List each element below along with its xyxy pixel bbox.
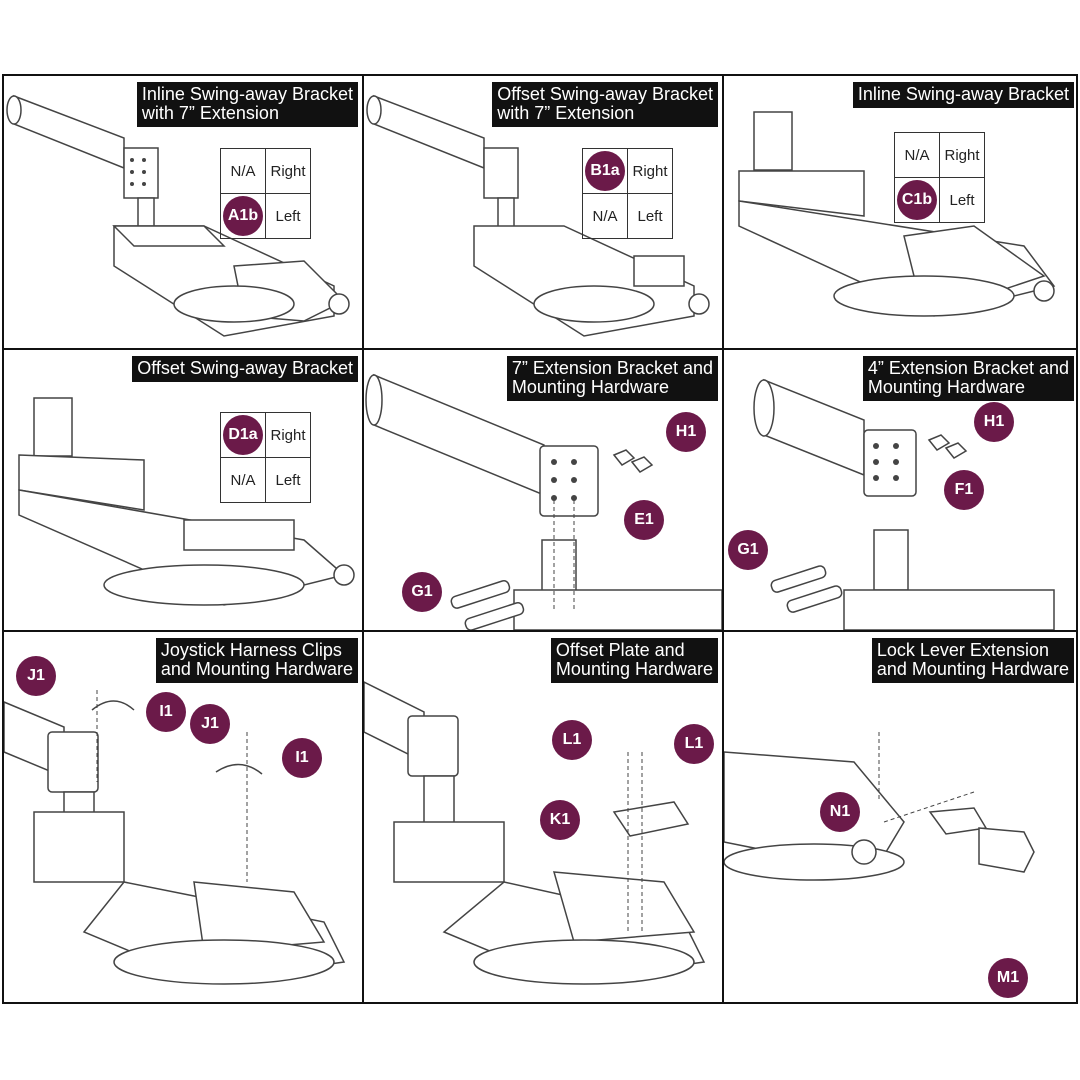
panel-title: 4” Extension Bracket and Mounting Hardwa…	[862, 356, 1074, 401]
callout-n1: N1	[820, 792, 860, 832]
table-cell: B1a	[582, 148, 628, 194]
callout-g1: G1	[728, 530, 768, 570]
grid-divider	[4, 630, 1076, 632]
table-cell: Left	[265, 457, 311, 503]
panel-title: Offset Swing-away Bracket with 7” Extens…	[492, 82, 718, 127]
part-id-badge: B1a	[585, 151, 625, 191]
callout-l1: L1	[552, 720, 592, 760]
callout-i1: I1	[146, 692, 186, 732]
bracket-illustration	[753, 378, 1055, 630]
callout-h1: H1	[666, 412, 706, 452]
bracket-illustration	[364, 681, 706, 985]
part-id-badge: D1a	[223, 415, 263, 455]
panel-title: Offset Plate and Mounting Hardware	[550, 638, 718, 683]
orientation-table: B1a Right N/A Left	[582, 148, 673, 239]
table-cell: N/A	[220, 148, 266, 194]
panel-title: Inline Swing-away Bracket with 7” Extens…	[136, 82, 358, 127]
table-cell: N/A	[894, 132, 940, 178]
panel-offset-plate-hardware: Offset Plate and Mounting Hardware L1 L1…	[364, 632, 722, 1002]
table-cell: Right	[265, 148, 311, 194]
table-cell: Right	[265, 412, 311, 458]
panel-title: Inline Swing-away Bracket	[852, 82, 1074, 108]
panel-inline-swing-away-7in: Inline Swing-away Bracket with 7” Extens…	[4, 76, 362, 348]
callout-f1: F1	[944, 470, 984, 510]
panel-4in-extension-hardware: 4” Extension Bracket and Mounting Hardwa…	[724, 350, 1078, 630]
table-cell: D1a	[220, 412, 266, 458]
grid-divider	[362, 76, 364, 1002]
callout-j1: J1	[16, 656, 56, 696]
table-cell: Left	[265, 193, 311, 239]
callout-j1: J1	[190, 704, 230, 744]
table-cell: Left	[627, 193, 673, 239]
panel-inline-swing-away: Inline Swing-away Bracket N/A Right C1b …	[724, 76, 1078, 348]
panel-title: Lock Lever Extension and Mounting Hardwa…	[871, 638, 1074, 683]
callout-i1: I1	[282, 738, 322, 778]
panel-offset-swing-away: Offset Swing-away Bracket D1a Right N/A …	[4, 350, 362, 630]
orientation-table: D1a Right N/A Left	[220, 412, 311, 503]
table-cell: Right	[627, 148, 673, 194]
panel-7in-extension-hardware: 7” Extension Bracket and Mounting Hardwa…	[364, 350, 722, 630]
table-cell: C1b	[894, 177, 940, 223]
panel-title: Joystick Harness Clips and Mounting Hard…	[155, 638, 358, 683]
callout-g1: G1	[402, 572, 442, 612]
bracket-illustration	[18, 397, 355, 606]
panel-offset-swing-away-7in: Offset Swing-away Bracket with 7” Extens…	[364, 76, 722, 348]
orientation-table: N/A Right A1b Left	[220, 148, 311, 239]
grid-divider	[722, 76, 724, 1002]
panel-lock-lever-extension: Lock Lever Extension and Mounting Hardwa…	[724, 632, 1078, 1002]
parts-diagram-grid: Inline Swing-away Bracket with 7” Extens…	[2, 74, 1078, 1004]
table-cell: Left	[939, 177, 985, 223]
orientation-table: N/A Right C1b Left	[894, 132, 985, 223]
bracket-illustration	[6, 94, 350, 337]
panel-title: 7” Extension Bracket and Mounting Hardwa…	[506, 356, 718, 401]
callout-h1: H1	[974, 402, 1014, 442]
part-id-badge: C1b	[897, 180, 937, 220]
part-id-badge: A1b	[223, 196, 263, 236]
callout-l1: L1	[674, 724, 714, 764]
table-cell: N/A	[220, 457, 266, 503]
callout-k1: K1	[540, 800, 580, 840]
table-cell: Right	[939, 132, 985, 178]
panel-title: Offset Swing-away Bracket	[132, 356, 358, 382]
bracket-illustration	[4, 690, 346, 985]
table-cell: A1b	[220, 193, 266, 239]
callout-m1: M1	[988, 958, 1028, 998]
bracket-illustration	[366, 94, 710, 337]
callout-e1: E1	[624, 500, 664, 540]
grid-divider	[4, 348, 1076, 350]
bracket-illustration	[724, 732, 1035, 881]
panel-joystick-harness-clips: Joystick Harness Clips and Mounting Hard…	[4, 632, 362, 1002]
bracket-illustration	[738, 111, 1056, 317]
table-cell: N/A	[582, 193, 628, 239]
bracket-illustration	[365, 373, 722, 630]
